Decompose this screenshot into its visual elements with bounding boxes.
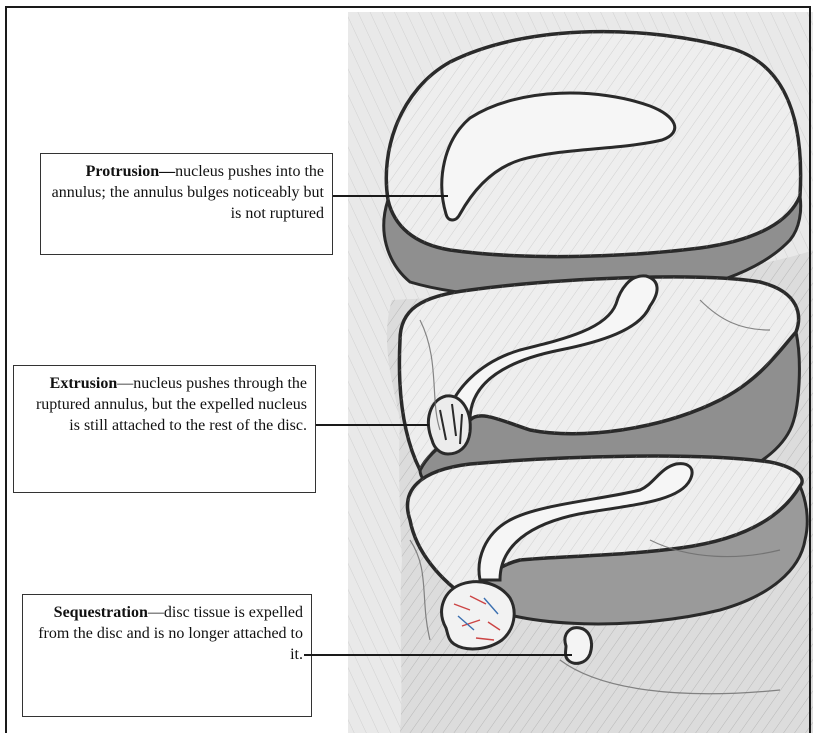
extrusion-callout: Extrusion—nucleus pushes through the rup… [13,365,316,493]
sequestration-leader-line [304,654,572,656]
protrusion-leader-line [333,195,448,197]
extrusion-term: Extrusion [50,375,118,392]
sequestration-callout: Sequestration—disc tissue is expelled fr… [22,594,312,717]
sequestration-term: Sequestration [54,604,148,621]
extrusion-leader-line [316,424,429,426]
protrusion-callout: Protrusion—nucleus pushes into the annul… [40,153,333,255]
protrusion-term: Protrusion— [86,163,175,180]
